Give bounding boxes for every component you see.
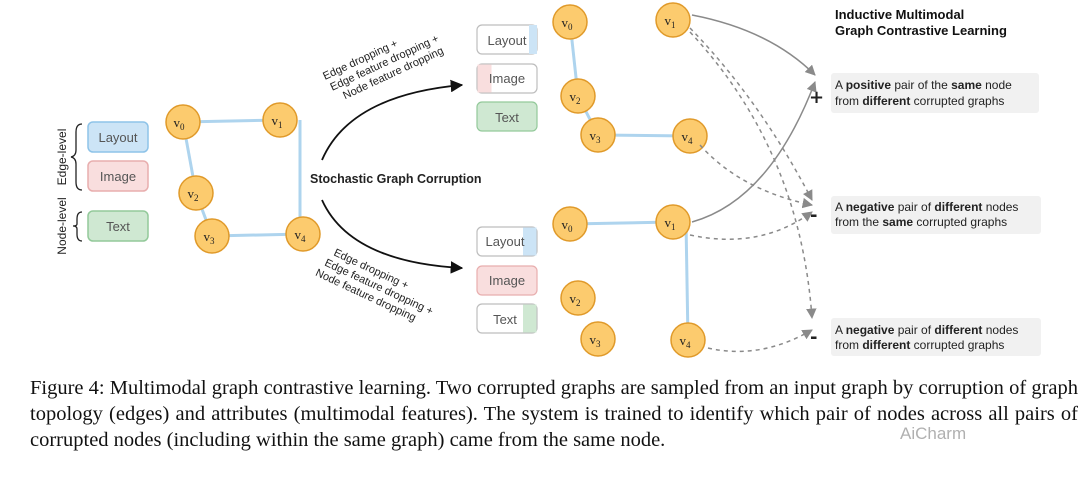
text-box: Text bbox=[87, 210, 149, 242]
figure-caption: Figure 4: Multimodal graph contrastive l… bbox=[30, 377, 1078, 451]
input-node-v2: v2 bbox=[178, 175, 214, 211]
svg-text:v0: v0 bbox=[174, 115, 186, 132]
positive-sign: + bbox=[809, 87, 824, 108]
svg-text:Layout: Layout bbox=[485, 234, 524, 249]
svg-text:v4: v4 bbox=[682, 129, 694, 146]
bottom-text-box: Text bbox=[476, 303, 538, 334]
svg-text:v2: v2 bbox=[188, 186, 199, 203]
negative-diff-arrow-2 bbox=[707, 329, 813, 353]
bottom-layout-box: Layout bbox=[476, 226, 538, 257]
svg-text:Layout: Layout bbox=[487, 33, 526, 48]
image-box: Image bbox=[87, 160, 149, 192]
top-image-box: Image bbox=[476, 63, 538, 94]
input-node-v0: v0 bbox=[165, 104, 201, 140]
svg-text:v2: v2 bbox=[570, 89, 581, 106]
svg-text:v4: v4 bbox=[680, 333, 692, 350]
corrupted-graph-bottom: Layout Image Text v0 v1 v2 v3 v4 bbox=[476, 204, 706, 358]
layout-box: Layout bbox=[87, 121, 149, 153]
figure-diagram: Layout Image Text Edge-level Node-level … bbox=[55, 2, 1041, 358]
positive-pair-line2: from different corrupted graphs bbox=[835, 94, 1004, 108]
positive-arrow-top bbox=[691, 14, 816, 76]
negative-diff-pair-line2: from different corrupted graphs bbox=[835, 338, 1004, 352]
bottom-node-v2: v2 bbox=[560, 280, 596, 316]
input-graph: Layout Image Text Edge-level Node-level … bbox=[55, 102, 321, 255]
negative-same-arrow-2 bbox=[699, 144, 814, 209]
negative-same-pair-line2: from the same corrupted graphs bbox=[835, 215, 1007, 229]
corruption-text-top: Edge dropping + Edge feature dropping + … bbox=[321, 33, 445, 102]
svg-text:v4: v4 bbox=[295, 227, 307, 244]
stochastic-graph-corruption-label: Stochastic Graph Corruption bbox=[310, 172, 482, 186]
input-node-v4: v4 bbox=[285, 216, 321, 252]
figure-title-line2: Graph Contrastive Learning bbox=[835, 23, 1007, 38]
bottom-node-v3: v3 bbox=[580, 321, 616, 357]
text-box-label: Text bbox=[106, 219, 130, 234]
figure-title-line1: Inductive Multimodal bbox=[835, 7, 964, 22]
node-level-brace bbox=[72, 211, 83, 242]
svg-text:v3: v3 bbox=[590, 332, 602, 349]
svg-text:Image: Image bbox=[489, 71, 525, 86]
positive-pair-line1: A positive pair of the same node bbox=[835, 78, 1012, 92]
edge-level-label: Edge-level bbox=[55, 129, 69, 186]
bottom-node-v4: v4 bbox=[670, 322, 706, 358]
edge-level-brace bbox=[70, 123, 83, 191]
svg-text:v1: v1 bbox=[272, 113, 283, 130]
pair-arrows bbox=[689, 14, 817, 353]
negative-same-arrow-3 bbox=[689, 211, 813, 240]
svg-text:v2: v2 bbox=[570, 291, 581, 308]
top-node-v2: v2 bbox=[560, 78, 596, 114]
top-node-v4: v4 bbox=[672, 118, 708, 154]
top-text-box: Text bbox=[476, 101, 538, 132]
input-node-v1: v1 bbox=[262, 102, 298, 138]
negative-diff-pair-bg bbox=[831, 318, 1041, 356]
watermark: AiCharm bbox=[900, 424, 967, 443]
negative-sign-2: - bbox=[810, 327, 817, 348]
bottom-node-v0: v0 bbox=[552, 206, 588, 242]
corruption-text-bottom: Edge dropping + Edge feature dropping + … bbox=[313, 247, 434, 324]
svg-text:v1: v1 bbox=[665, 13, 676, 30]
top-node-v1: v1 bbox=[655, 2, 691, 38]
negative-diff-arrow-1 bbox=[689, 31, 817, 320]
corruption-arrow-bottom bbox=[321, 199, 464, 274]
svg-text:Text: Text bbox=[493, 312, 517, 327]
image-box-label: Image bbox=[100, 169, 136, 184]
bottom-node-v1: v1 bbox=[655, 204, 691, 240]
top-node-v3: v3 bbox=[580, 117, 616, 153]
svg-text:Text: Text bbox=[495, 110, 519, 125]
negative-same-pair-bg bbox=[831, 196, 1041, 234]
negative-same-pair-line1: A negative pair of different nodes bbox=[835, 200, 1018, 214]
layout-box-label: Layout bbox=[98, 130, 137, 145]
corruption-arrow-top bbox=[321, 79, 464, 161]
svg-text:v0: v0 bbox=[562, 217, 574, 234]
negative-same-arrow-1 bbox=[689, 27, 813, 201]
svg-text:v3: v3 bbox=[204, 229, 216, 246]
node-level-label: Node-level bbox=[55, 197, 69, 254]
top-layout-box: Layout bbox=[476, 24, 538, 55]
top-node-v0: v0 bbox=[552, 4, 588, 40]
negative-sign-1: - bbox=[810, 205, 817, 226]
corrupted-graph-top: Layout Image Text v0 v1 v2 v3 bbox=[476, 2, 708, 154]
negative-diff-pair-line1: A negative pair of different nodes bbox=[835, 323, 1018, 337]
input-node-v3: v3 bbox=[194, 218, 230, 254]
svg-text:v1: v1 bbox=[665, 215, 676, 232]
positive-pair-bg bbox=[831, 73, 1039, 113]
bottom-image-box: Image bbox=[476, 265, 538, 296]
svg-text:v0: v0 bbox=[562, 15, 574, 32]
positive-arrow-bottom bbox=[691, 81, 817, 223]
svg-text:Image: Image bbox=[489, 273, 525, 288]
svg-text:v3: v3 bbox=[590, 128, 602, 145]
